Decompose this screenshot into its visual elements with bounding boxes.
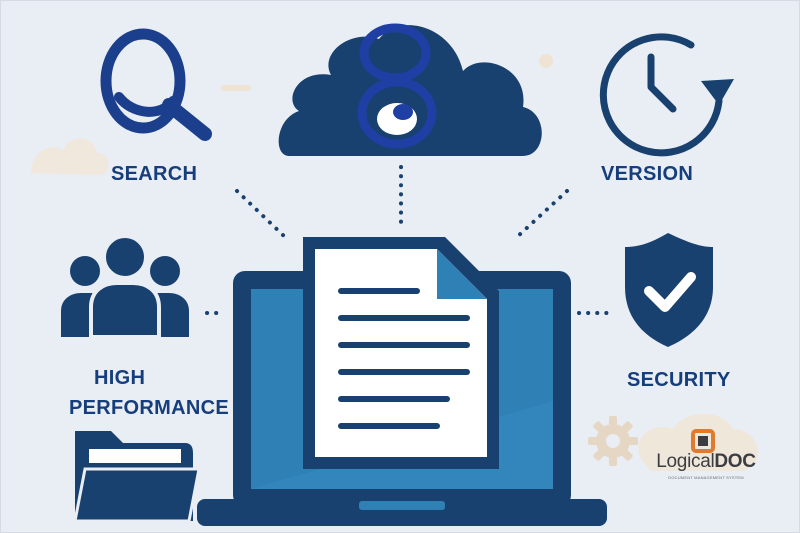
cloud-icon	[278, 23, 542, 157]
performance-label: PERFORMANCE	[69, 397, 229, 419]
security-label: SECURITY	[627, 369, 731, 391]
logo-icon	[691, 429, 715, 453]
clock-history-icon	[599, 33, 734, 157]
version-label: VERSION	[601, 163, 694, 185]
users-group-icon	[61, 234, 189, 339]
connector-lines	[205, 165, 613, 315]
search-label: SEARCH	[111, 163, 198, 185]
logo-tagline: DOCUMENT MANAGEMENT SYSTEM	[668, 475, 744, 480]
gear-icon	[588, 416, 638, 466]
logo-wordmark: LogicalDOC	[637, 451, 775, 473]
logo-word-light: Logical	[656, 451, 715, 472]
high-label: HIGH	[94, 367, 146, 389]
logicaldoc-logo: LogicalDOC DOCUMENT MANAGEMENT SYSTEM	[637, 421, 775, 496]
folder-icon	[73, 431, 201, 523]
document-icon	[303, 237, 499, 469]
search-icon	[100, 28, 212, 141]
logo-word-bold: DOC	[714, 451, 756, 472]
shield-check-icon	[625, 233, 713, 347]
